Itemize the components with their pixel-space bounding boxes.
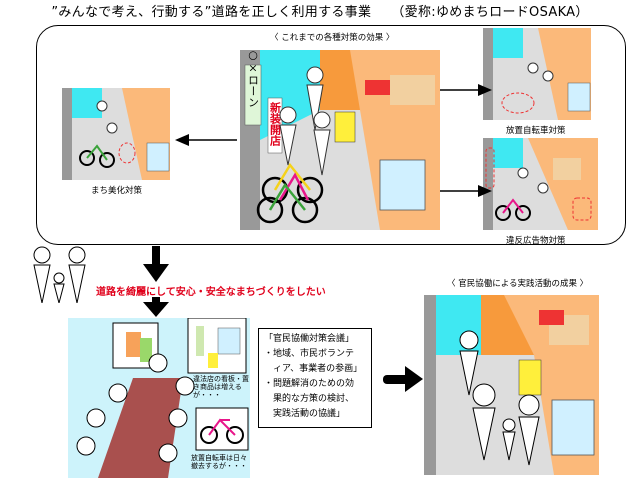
arrow-right-icon	[440, 84, 492, 96]
result-caption: 〈 官民協働による実践活動の成果 〉	[447, 279, 589, 289]
effects-frame	[36, 25, 626, 245]
result-illustration	[424, 295, 599, 475]
beautification-caption: まち美化対策	[91, 186, 143, 196]
arrow-down-icon	[143, 297, 169, 317]
effects-caption: 〈 これまでの各種対策の効果 〉	[270, 33, 395, 43]
main-street-illustration: ○×ローン 新装開店	[240, 50, 440, 230]
ad-measure-illustration	[483, 138, 598, 230]
council-bullet: ィア、事業者の参画」	[273, 364, 363, 374]
beautification-illustration	[62, 88, 170, 180]
meeting-illustration	[68, 318, 250, 478]
wish-text: 道路を綺麗にして安心・安全なまちづくりをしたい	[96, 287, 326, 298]
bicycle-measure-illustration	[483, 28, 591, 120]
arrow-right-icon	[440, 185, 492, 197]
sign-loan: ○×ローン	[247, 50, 260, 108]
page-title: ”みんなで考え、行動する”道路を正しく利用する事業 （愛称:ゆめまちロードOSA…	[51, 5, 589, 20]
council-box: 「官民協働対策会議」 ・地域、市民ボランテ ィア、事業者の参画」 ・問題解消のた…	[258, 328, 372, 428]
council-bullet: 果的な方策の検討、	[273, 394, 355, 404]
council-bullet: ・地域、市民ボランテ	[264, 349, 355, 359]
council-heading: 「官民協働対策会議」	[264, 334, 355, 344]
arrow-right-bold-icon	[383, 366, 423, 392]
council-bullet: ・問題解消のための効	[264, 379, 355, 389]
note-signs: 違法店の看板・置き商品は増えるが・・・	[193, 375, 249, 399]
bicycle-measure-caption: 放置自転車対策	[506, 126, 566, 136]
sign-shop: 新装開店	[269, 101, 283, 147]
council-bullet: 実践活動の協議」	[273, 409, 346, 419]
note-bikes: 放置自転車は日々撤去するが・・・	[191, 454, 247, 470]
arrow-down-icon	[143, 246, 169, 282]
arrow-left-icon	[175, 134, 237, 146]
family-icon	[33, 246, 86, 303]
ad-measure-caption: 違反広告物対策	[506, 236, 566, 246]
